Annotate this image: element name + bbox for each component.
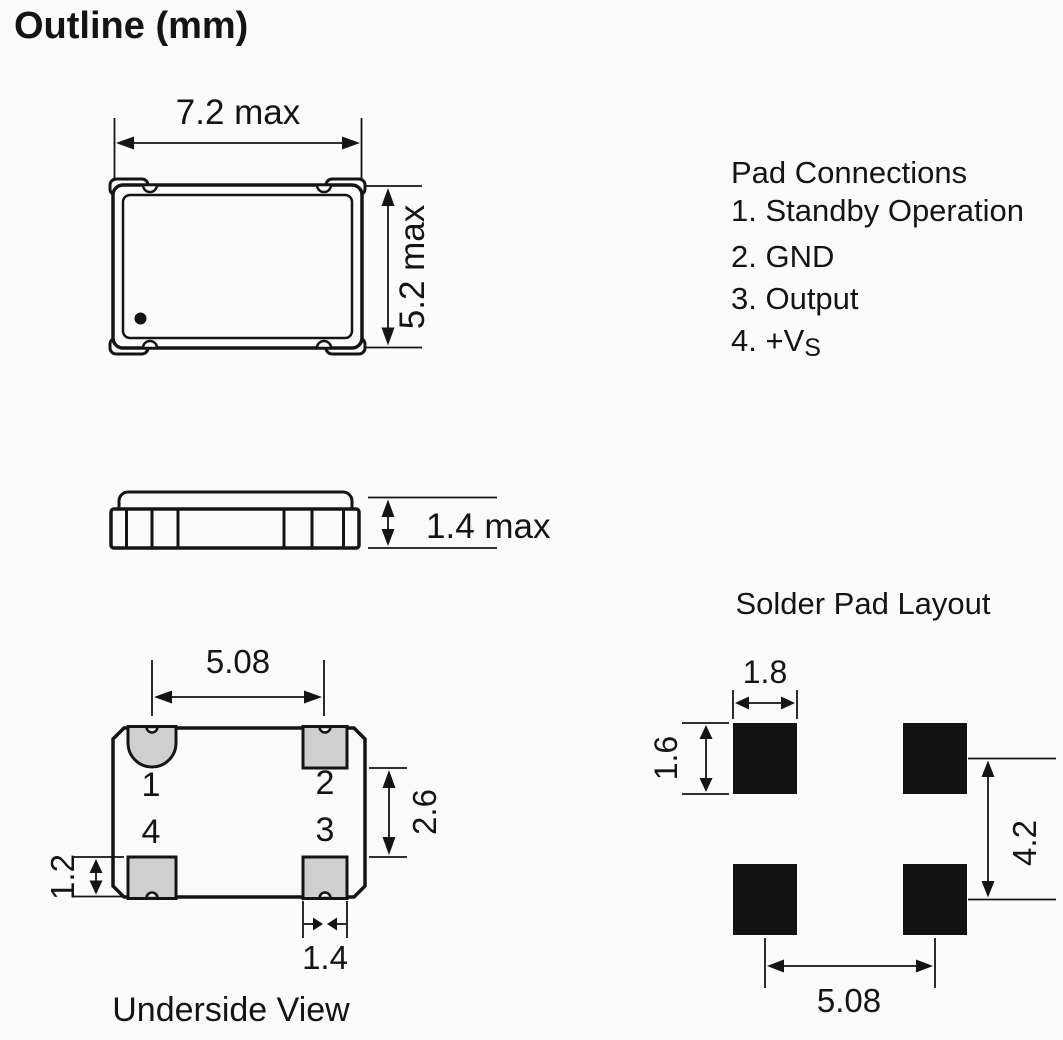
dimension-thickness-1-4 bbox=[368, 496, 497, 549]
pin-number-3: 3 bbox=[315, 811, 335, 849]
arrowhead bbox=[381, 188, 395, 206]
dimension-pad-height-1-2 bbox=[74, 856, 124, 898]
castellation-notch bbox=[315, 183, 333, 194]
underside-body-outline bbox=[111, 726, 367, 899]
arrowhead bbox=[154, 690, 172, 704]
solder-pad-bottom-left bbox=[733, 864, 797, 935]
solder-pad-bottom-right bbox=[903, 864, 967, 935]
dimension-pad-width-1-4 bbox=[302, 901, 348, 938]
solder-vertical-pitch-dim-label: 4.2 bbox=[1006, 820, 1043, 866]
pin-number-1: 1 bbox=[141, 766, 161, 804]
pin1-indicator-dot bbox=[134, 312, 147, 325]
dimension-underside-pitch-5-08 bbox=[151, 660, 325, 716]
dimension-solder-pad-width-1-8 bbox=[732, 690, 798, 719]
arrowhead bbox=[916, 959, 933, 973]
pad-connection-4-subscript: S bbox=[804, 334, 821, 362]
castellation-notch bbox=[141, 339, 159, 350]
pad-connection-4-main: 4. +V bbox=[731, 323, 805, 358]
arrowhead bbox=[382, 770, 396, 788]
arrowhead bbox=[735, 696, 749, 710]
arrowhead bbox=[699, 778, 713, 792]
top-view-width-dim-label: 7.2 max bbox=[175, 93, 301, 132]
arrowhead bbox=[342, 136, 360, 150]
side-view-drawing bbox=[109, 490, 497, 550]
arrowhead bbox=[116, 136, 134, 150]
pad-connection-2: 2. GND bbox=[731, 239, 835, 274]
pad-connection-3: 3. Output bbox=[731, 281, 859, 316]
arrowhead bbox=[304, 690, 322, 704]
solder-pad-height-dim-label: 1.6 bbox=[648, 735, 684, 781]
side-body-outline bbox=[109, 507, 361, 550]
arrowhead bbox=[767, 959, 784, 973]
arrowhead bbox=[381, 529, 395, 546]
dimension-solder-pad-height-1-6 bbox=[682, 722, 729, 795]
arrowhead bbox=[981, 760, 995, 777]
top-view-height-dim-label: 5.2 max bbox=[393, 204, 432, 330]
arrowhead bbox=[981, 881, 995, 898]
underside-pad-height-dim-label: 1.2 bbox=[44, 854, 81, 900]
underside-pitch-dim-label: 5.08 bbox=[205, 643, 271, 680]
pad-1 bbox=[126, 725, 178, 769]
solder-pad-layout-drawing bbox=[682, 690, 1056, 988]
pad-connections-block: Pad Connections 1. Standby Operation 2. … bbox=[731, 155, 1061, 365]
arrowhead bbox=[382, 837, 396, 855]
pad-connection-1: 1. Standby Operation bbox=[731, 193, 1024, 228]
underside-gap-dim-label: 2.6 bbox=[406, 789, 443, 835]
pad-notch bbox=[145, 891, 159, 900]
top-view-drawing bbox=[108, 118, 422, 356]
dimension-width-7-2 bbox=[113, 118, 363, 181]
pad-notch bbox=[318, 891, 332, 900]
side-view-thickness-dim-label: 1.4 max bbox=[426, 507, 551, 546]
arrowhead bbox=[89, 880, 103, 895]
solder-pad-top-right bbox=[903, 723, 967, 794]
arrowhead bbox=[89, 859, 103, 873]
arrowhead bbox=[699, 725, 713, 739]
underside-view-caption: Underside View bbox=[112, 991, 350, 1029]
underside-view-drawing bbox=[74, 660, 407, 938]
pad-notch bbox=[318, 725, 332, 734]
dimension-pad-gap-2-6 bbox=[369, 767, 407, 858]
dimension-solder-horizontal-pitch-5-08 bbox=[764, 938, 936, 988]
pad-notch bbox=[145, 725, 159, 734]
underside-pad-width-dim-label: 1.4 bbox=[302, 939, 348, 976]
castellation-notch bbox=[315, 339, 333, 350]
arrowhead bbox=[313, 917, 323, 931]
solder-pad-layout-title: Solder Pad Layout bbox=[735, 586, 991, 621]
arrowhead bbox=[327, 917, 337, 931]
castellation-notch bbox=[141, 183, 159, 194]
pin-number-2: 2 bbox=[315, 764, 335, 802]
solder-horizontal-pitch-dim-label: 5.08 bbox=[816, 982, 882, 1019]
pad-connections-title: Pad Connections bbox=[731, 155, 968, 190]
arrowhead bbox=[781, 696, 795, 710]
package-lid-outline bbox=[121, 193, 354, 340]
package-body-outline bbox=[111, 183, 364, 350]
arrowhead bbox=[381, 327, 395, 346]
solder-pad-top-left bbox=[733, 723, 797, 794]
solder-pad-width-dim-label: 1.8 bbox=[742, 654, 788, 690]
arrowhead bbox=[381, 499, 395, 517]
page-title: Outline (mm) bbox=[14, 5, 249, 47]
dimension-height-5-2 bbox=[366, 185, 422, 349]
pad-connection-4: 4. +VS bbox=[731, 323, 821, 363]
pin-number-4: 4 bbox=[141, 813, 161, 851]
dimension-solder-vertical-pitch-4-2 bbox=[968, 757, 1056, 901]
